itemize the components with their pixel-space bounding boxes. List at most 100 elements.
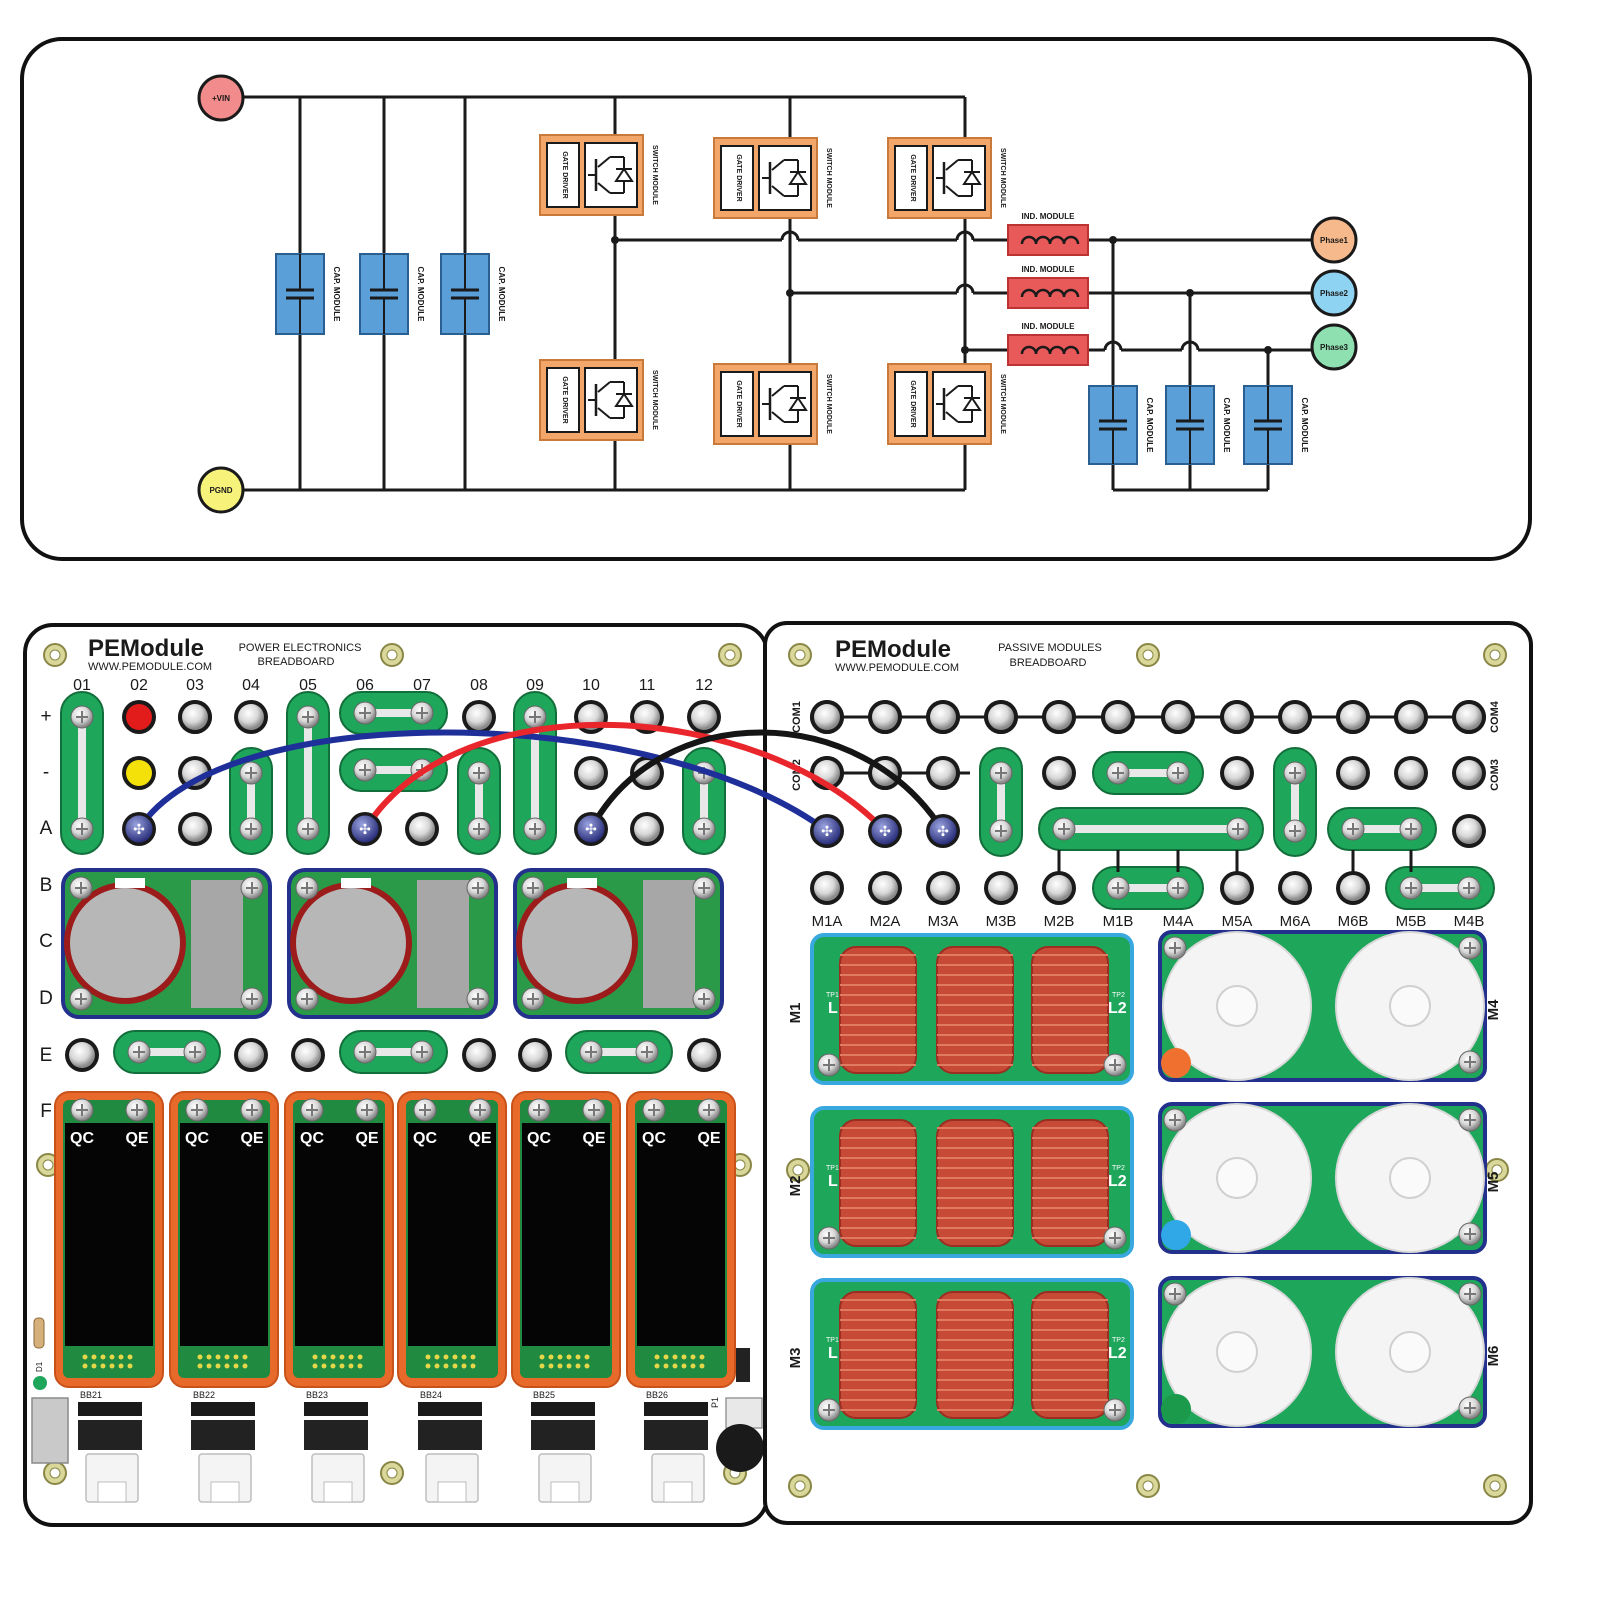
inductor-module-M2-pin-l: L (828, 1173, 838, 1190)
left-switch-module-2-pin (242, 1354, 248, 1360)
right-logo-text: PEModule (835, 636, 951, 663)
bb-connector-1-label: BB21 (80, 1390, 102, 1400)
post-plus-08-cap (466, 704, 492, 730)
post-A-03-cap (182, 816, 208, 842)
left-switch-module-5-heatsink (522, 1123, 610, 1346)
left-switch-module-4-pin (434, 1354, 440, 1360)
right-mount-6-hole (794, 1480, 806, 1492)
capacitor-module-M5: M5 (1158, 1102, 1502, 1254)
bottom-label-M1A: M1A (812, 913, 843, 930)
wire-junction (961, 346, 969, 354)
post-plus-02-cap (126, 704, 152, 730)
left-switch-module-2-qc-label: QC (185, 1130, 209, 1147)
bb-connector-6-header (644, 1402, 708, 1416)
post-E-05-cap (295, 1042, 321, 1068)
left-cap-module-1-marker (115, 878, 145, 888)
left-switch-module-6-pin (663, 1363, 669, 1369)
bottom-label-M3A: M3A (928, 913, 959, 930)
bottom-label-M5B: M5B (1396, 913, 1427, 930)
post-E-01-cap (69, 1042, 95, 1068)
inductor-module-M3-coil-1 (839, 1291, 917, 1419)
power-electronics-breadboard: PEModule WWW.PEMODULE.COM POWER ELECTRON… (23, 623, 769, 1527)
bb-connector-3-chip (304, 1420, 368, 1450)
column-label-07: 07 (413, 677, 431, 694)
left-switch-module-6-pin (690, 1354, 696, 1360)
right-mount-2-hole (1142, 649, 1154, 661)
left-switch-module-4-heatsink (408, 1123, 496, 1346)
p1-diode (736, 1348, 750, 1382)
right-board-title-2: BREADBOARD (1009, 657, 1086, 669)
p1-label: P1 (710, 1397, 720, 1408)
column-label-05: 05 (299, 677, 317, 694)
capacitor-module-M6-label: M6 (1485, 1346, 1502, 1367)
switch-module-1-emitter (597, 182, 611, 194)
row-label-1: + (40, 706, 51, 727)
wire-segment (955, 230, 975, 241)
left-switch-module-2-qe-label: QE (240, 1130, 263, 1147)
inductor-module-M1-pin-l2: L2 (1108, 1000, 1127, 1017)
capacitor-module-M4-color-dot (1161, 1048, 1191, 1078)
left-switch-module-3-pin (330, 1354, 336, 1360)
left-switch-module-6-pin (672, 1363, 678, 1369)
right-post-bottom-10-cap (1340, 875, 1366, 901)
left-switch-module-5-pin (548, 1354, 554, 1360)
patch-wire-end-1-cross: ✣ (133, 821, 145, 837)
schematic-switches: GATE DRIVER SWITCH MODULE GATE DRIVER SWITC… (539, 134, 1006, 445)
left-switch-module-6-qe-label: QE (697, 1130, 720, 1147)
bottom-label-M2A: M2A (870, 913, 901, 930)
left-mount-5-hole (734, 1159, 746, 1171)
right-post-top-cap-8-cap (1224, 704, 1250, 730)
left-switch-module-4-pin (425, 1354, 431, 1360)
column-label-04: 04 (242, 677, 260, 694)
right-post-bottom-5-cap (1046, 875, 1072, 901)
patch-wire-end-2-cross: ✣ (359, 821, 371, 837)
inductor-module-M1-pin-l: L (828, 1000, 838, 1017)
right-post-row3-end-cap (1456, 818, 1482, 844)
switch-module-2-gate-box (720, 145, 754, 211)
switch-module-3-label: SWITCH MODULE (999, 148, 1006, 208)
left-switch-module-4-pin (434, 1363, 440, 1369)
right-post-row2-6-cap (1340, 760, 1366, 786)
ind-module-2-coil (1020, 288, 1080, 298)
left-switch-module-6-pin (672, 1354, 678, 1360)
row-label-4: B (40, 875, 53, 896)
inductor-module-M3-tp2: TP2 (1112, 1337, 1125, 1344)
left-switch-module-2-pin (242, 1363, 248, 1369)
left-switch-module-1-pin (109, 1363, 115, 1369)
switch-module-1-gate-label: GATE DRIVER (561, 151, 568, 198)
left-switch-module-3-pin (348, 1363, 354, 1369)
left-switch-module-2-pin (197, 1363, 203, 1369)
bottom-label-M3B: M3B (986, 913, 1017, 930)
right-post-bottom-2-cap (872, 875, 898, 901)
left-capacitor-modules (61, 868, 724, 1019)
inductor-module-M2-coil-3 (1031, 1119, 1109, 1247)
left-switch-module-1-pin (118, 1363, 124, 1369)
ind-module-1-label: IND. MODULE (1022, 212, 1076, 221)
bb-connector-1-jack-mouth (97, 1481, 127, 1503)
left-switch-module-1-pin (127, 1354, 133, 1360)
column-label-10: 10 (582, 677, 600, 694)
switch-module-1-label: SWITCH MODULE (651, 145, 658, 205)
switch-module-4-gate-label: GATE DRIVER (561, 376, 568, 423)
wire-junction (1109, 236, 1117, 244)
patch-wire-2 (362, 721, 888, 834)
bb-connector-6-jack-mouth (663, 1481, 693, 1503)
left-switch-module-1-pin (82, 1363, 88, 1369)
vin-terminal-label: +VIN (212, 94, 230, 103)
phase1-terminal-circle (1310, 216, 1358, 264)
left-jumper-col09-bar (531, 708, 539, 838)
left-switch-module-5-pin (584, 1363, 590, 1369)
inductor-module-M2-coil-2 (936, 1119, 1014, 1247)
left-switch-module-1-qc-label: QC (70, 1130, 94, 1147)
wire-junction (1264, 346, 1272, 354)
inductor-module-M2-pin-l2: L2 (1108, 1173, 1127, 1190)
left-switch-module-1-heatsink (65, 1123, 153, 1346)
switch-module-6-emitter (945, 411, 959, 423)
left-cap-module-1 (61, 868, 272, 1019)
bb-connector-4-header (418, 1402, 482, 1416)
left-cap-module-2-electrolytic (290, 882, 412, 1004)
switch-module-4-emitter (597, 407, 611, 419)
